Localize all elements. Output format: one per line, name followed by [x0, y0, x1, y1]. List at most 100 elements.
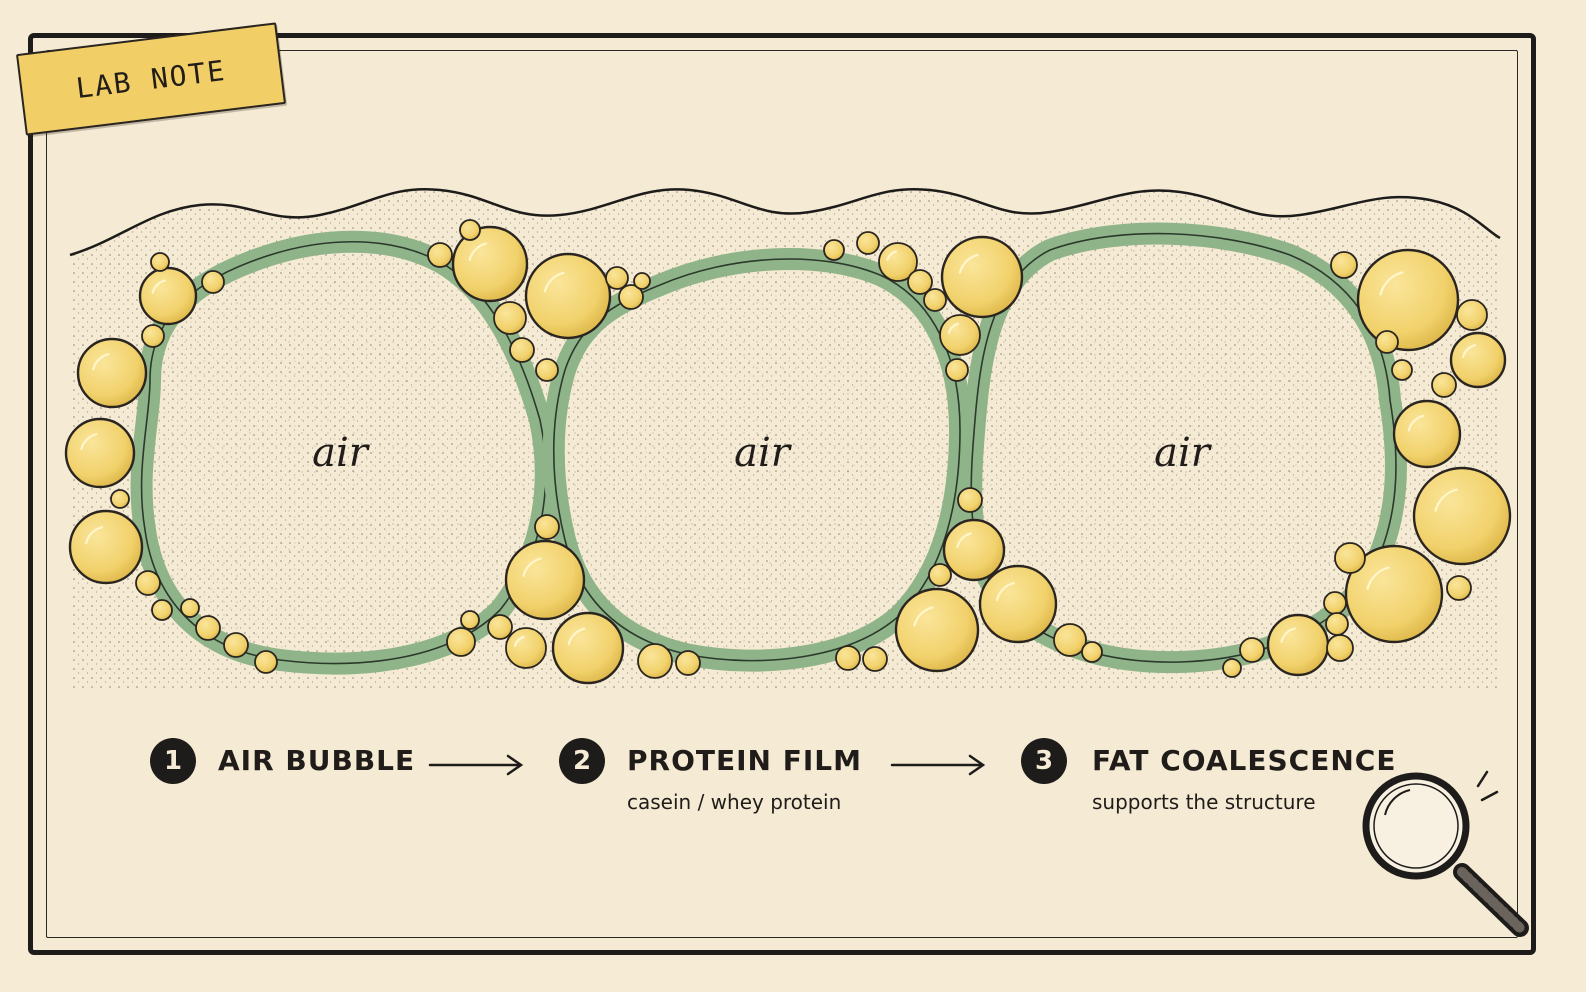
fat-globule: [862, 646, 888, 672]
fat-globule: [1344, 544, 1444, 644]
fat-globule: [1266, 613, 1330, 677]
fat-globule: [856, 231, 880, 255]
fat-globule-highlight: [92, 353, 110, 371]
fat-globule: [141, 324, 165, 348]
fat-globule: [1325, 612, 1349, 636]
fat-globule: [150, 252, 170, 272]
note-frame-inner: [46, 50, 1518, 938]
step-3-subtitle: supports the structure: [1092, 790, 1316, 814]
fat-globule: [151, 599, 173, 621]
fat-globule: [835, 645, 861, 671]
fat-globule-highlight: [1280, 627, 1296, 643]
fat-globule: [928, 563, 952, 587]
fat-globule: [201, 270, 225, 294]
fat-globule: [894, 587, 980, 673]
fat-globule: [1392, 399, 1462, 469]
fat-globule: [605, 266, 629, 290]
fat-globule-highlight: [886, 250, 898, 262]
fat-globule: [823, 239, 845, 261]
fat-globule-highlight: [543, 271, 565, 293]
fat-globule-highlight: [513, 635, 525, 647]
fat-globule-highlight: [1462, 344, 1477, 359]
fat-globule: [487, 614, 513, 640]
fat-globule: [675, 650, 701, 676]
fat-globule: [504, 539, 586, 621]
magnifier-icon: [1362, 770, 1529, 937]
fat-globule-highlight: [958, 253, 979, 274]
fat-globule: [535, 358, 559, 382]
lab-note-tag-label: LAB NOTE: [74, 53, 228, 105]
fat-globule: [1330, 251, 1358, 279]
fat-globule: [923, 288, 947, 312]
fat-globule: [878, 242, 918, 282]
step-1-number: 1: [150, 738, 196, 784]
fat-globule: [451, 225, 529, 303]
fat-globule: [534, 514, 560, 540]
fat-globule: [1391, 359, 1413, 381]
fat-globule: [223, 632, 249, 658]
foam-surface-line: [69, 187, 1501, 257]
fat-globule: [460, 610, 480, 630]
fat-globule-highlight: [468, 242, 488, 262]
step-3-title: FAT COALESCENCE: [1092, 744, 1397, 777]
fat-globule-highlight: [1407, 414, 1425, 432]
fat-globule: [138, 266, 198, 326]
arrow-right-icon: [428, 754, 524, 776]
fat-globule: [76, 337, 148, 409]
fat-globule-highlight: [996, 582, 1015, 601]
fat-globule-highlight: [80, 433, 98, 451]
fat-globule-highlight: [522, 557, 542, 577]
step-2-title: PROTEIN FILM: [627, 744, 862, 777]
fat-globule: [505, 627, 547, 669]
fat-globule: [509, 337, 535, 363]
fat-globule: [1375, 330, 1399, 354]
fat-globule: [633, 272, 651, 290]
fat-globule: [180, 598, 200, 618]
fat-globule: [551, 611, 625, 685]
air-label-3: air: [1154, 430, 1213, 476]
fat-globule: [1334, 542, 1366, 574]
fat-globule: [1323, 591, 1347, 615]
air-label-2: air: [734, 430, 793, 476]
fat-globule: [907, 269, 933, 295]
fat-globule: [1081, 641, 1103, 663]
arrow-right-icon: [890, 754, 986, 776]
fat-globule: [1431, 372, 1457, 398]
fat-globule: [940, 235, 1024, 319]
fat-globule-highlight: [947, 322, 959, 334]
fat-globule: [446, 627, 476, 657]
air-label-1: air: [312, 430, 371, 476]
fat-globule: [618, 284, 644, 310]
fat-globule: [254, 650, 278, 674]
step-1-title: AIR BUBBLE: [218, 744, 416, 777]
fat-globule: [939, 314, 981, 356]
fat-globule: [135, 570, 161, 596]
fat-globule: [1449, 331, 1507, 389]
fat-globule-highlight: [913, 606, 934, 627]
fat-globule-highlight: [151, 279, 167, 295]
fat-globule: [427, 242, 453, 268]
fat-globule: [942, 518, 1006, 582]
fat-globule-highlight: [1379, 271, 1404, 296]
fat-globule: [637, 643, 673, 679]
fat-globule: [1222, 658, 1242, 678]
fat-globule-highlight: [85, 526, 104, 545]
fat-globule-highlight: [1434, 488, 1458, 512]
fat-globule-highlight: [567, 627, 586, 646]
fat-globule: [195, 615, 221, 641]
fat-globule: [1356, 248, 1460, 352]
fat-globule: [1456, 299, 1488, 331]
fat-globule-highlight: [1366, 566, 1390, 590]
fat-globule: [1412, 466, 1512, 566]
fat-globules: [64, 219, 1512, 685]
fat-globule: [493, 301, 527, 335]
fat-globule: [1239, 637, 1265, 663]
fat-globule: [64, 417, 136, 489]
fat-globule: [524, 252, 612, 340]
fat-globule: [1326, 634, 1354, 662]
fat-globule: [978, 564, 1058, 644]
fat-globule: [68, 509, 144, 585]
step-3-number: 3: [1021, 738, 1067, 784]
fat-globule: [945, 358, 969, 382]
